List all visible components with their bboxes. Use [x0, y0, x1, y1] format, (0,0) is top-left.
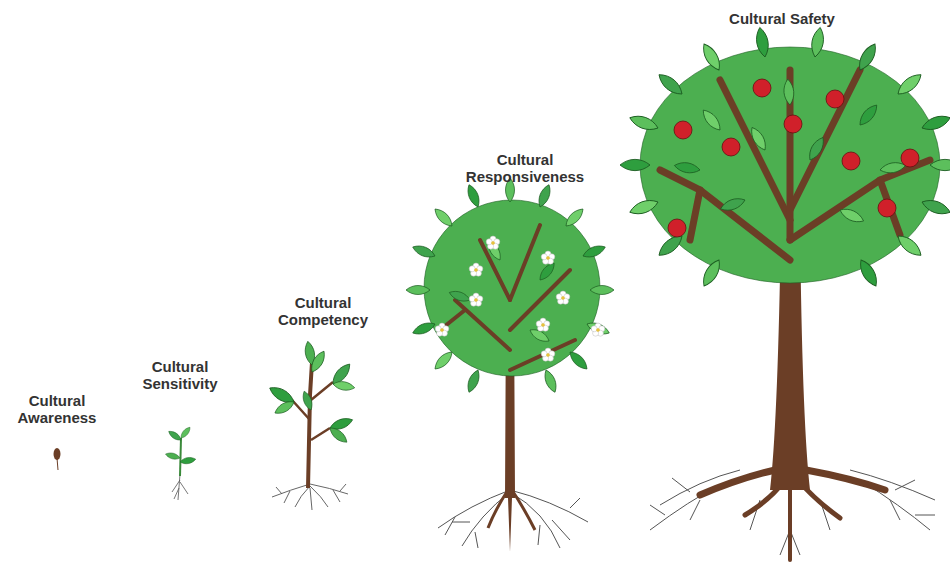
stage-label: Cultural Sensitivity: [130, 358, 230, 393]
fruit-tree: [620, 26, 950, 560]
stage-label: Cultural Competency: [268, 294, 378, 329]
stage-label: Cultural Responsiveness: [458, 151, 593, 186]
sapling: [267, 341, 355, 510]
flowering-tree: [406, 178, 614, 552]
seed: [54, 448, 61, 470]
stage-label: Cultural Awareness: [7, 392, 107, 427]
stage-label: Cultural Safety: [662, 10, 902, 27]
seedling: [165, 426, 196, 500]
